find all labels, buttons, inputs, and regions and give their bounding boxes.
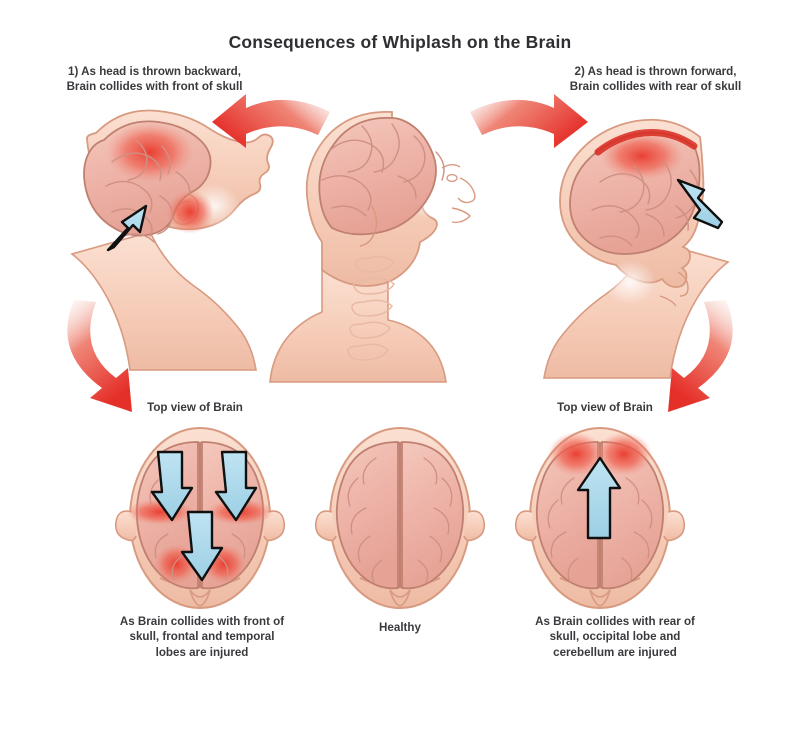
injury-rim-right bbox=[594, 129, 698, 156]
ear-top-center-a bbox=[314, 510, 337, 542]
lips-right bbox=[659, 295, 677, 307]
nose-right bbox=[677, 271, 689, 297]
sulci-right bbox=[591, 161, 699, 247]
cheek-highlight-right bbox=[604, 260, 656, 304]
hemisphere-center-L bbox=[335, 441, 399, 590]
figure-head-neutral bbox=[269, 111, 476, 383]
caption-bottom-left: As Brain collides with front of skull, f… bbox=[119, 615, 285, 659]
ear-top-right-a bbox=[514, 510, 537, 542]
brainstem-center bbox=[359, 205, 378, 247]
impact-arrow-top-right-1 bbox=[576, 456, 622, 540]
sulci-top-center bbox=[347, 457, 453, 583]
injury-occipital-right-R bbox=[596, 432, 652, 476]
motion-arrow-bottom-right bbox=[668, 300, 733, 412]
injury-zone-temporal-left bbox=[166, 190, 214, 234]
eye-center bbox=[446, 173, 458, 183]
figure-top-view-brain-front-impact bbox=[114, 427, 286, 609]
label-top-view-left: Top view of Brain bbox=[147, 401, 243, 414]
sulci-center bbox=[321, 123, 445, 217]
motion-arrow-top-left-shape bbox=[212, 94, 330, 148]
motion-arrow-top-right bbox=[470, 94, 588, 148]
brain-center bbox=[318, 117, 437, 236]
neck-center bbox=[269, 267, 447, 383]
injury-zone-rear-right bbox=[600, 132, 684, 180]
page-title: Consequences of Whiplash on the Brain bbox=[228, 32, 572, 52]
motion-arrow-bottom-left bbox=[67, 300, 132, 412]
nose-top-right bbox=[589, 589, 611, 607]
ear-top-right-b bbox=[663, 510, 686, 542]
caption-step-1: 1) As head is thrown backward, Brain col… bbox=[66, 65, 243, 94]
impact-arrow-top-left-1 bbox=[150, 450, 194, 522]
motion-arrow-bottom-right-shape bbox=[668, 300, 733, 412]
impact-arrow-top-left-2 bbox=[214, 450, 258, 522]
eyebrow-center bbox=[441, 164, 461, 169]
lips-center bbox=[451, 207, 471, 224]
impact-arrow-top-left-3 bbox=[180, 510, 224, 582]
sulci-top-right bbox=[547, 477, 653, 583]
motion-arrow-top-right-shape bbox=[470, 94, 588, 148]
neck-left bbox=[70, 231, 257, 371]
motion-arrow-bottom-left-shape bbox=[67, 300, 132, 412]
injury-zone-front-left bbox=[106, 122, 194, 182]
caption-bottom-center: Healthy bbox=[379, 621, 421, 634]
ear-top-center-b bbox=[463, 510, 486, 542]
nose-top-center bbox=[389, 589, 411, 607]
nose-top-left bbox=[189, 589, 211, 607]
impact-arrow-left bbox=[106, 204, 148, 252]
caption-bottom-right: As Brain collides with rear of skull, oc… bbox=[535, 615, 695, 659]
impact-arrow-right bbox=[676, 178, 724, 230]
figure-top-view-brain-healthy bbox=[314, 427, 486, 609]
hemisphere-center-R bbox=[401, 441, 465, 590]
motion-arrow-top-left bbox=[212, 94, 330, 148]
cervical-spine-center bbox=[347, 255, 395, 361]
label-top-view-right: Top view of Brain bbox=[557, 401, 653, 414]
sulci-left bbox=[105, 139, 191, 243]
figure-head-thrown-backward bbox=[70, 109, 274, 371]
nose-center bbox=[457, 177, 476, 204]
caption-step-2: 2) As head is thrown forward, Brain coll… bbox=[569, 65, 742, 94]
injury-occipital-right-L bbox=[548, 432, 604, 476]
figure-head-thrown-forward bbox=[543, 118, 730, 379]
figure-top-view-brain-rear-impact bbox=[514, 427, 686, 609]
